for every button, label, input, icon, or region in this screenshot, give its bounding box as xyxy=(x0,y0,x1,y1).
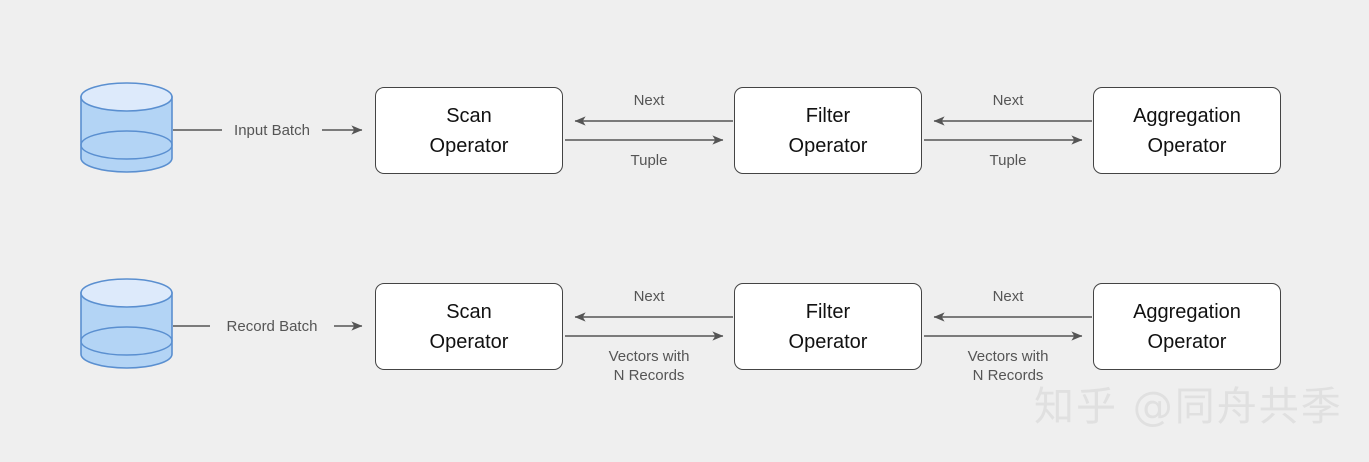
operator-box-scan-row2[interactable]: Scan Operator xyxy=(375,283,563,370)
edge-label-line2: N Records xyxy=(613,367,685,384)
edge-label-line2: N Records xyxy=(972,367,1044,384)
edge-label-next-filter-aggregation-row1: Next xyxy=(992,92,1024,109)
edge-label-tuple-scan-filter-row1: Tuple xyxy=(630,152,668,169)
operator-label-line2: Operator xyxy=(429,330,509,353)
operator-label-line2: Operator xyxy=(788,330,868,353)
edge-label-line1: Vectors with xyxy=(608,348,690,365)
operator-label-line1: Scan xyxy=(446,300,492,323)
operator-label-line2: Operator xyxy=(788,134,868,157)
operator-label-line1: Filter xyxy=(805,300,851,323)
operator-box-filter-row1[interactable]: Filter Operator xyxy=(734,87,922,174)
operator-label-line2: Operator xyxy=(429,134,509,157)
edge-label-next-filter-aggregation-row2: Next xyxy=(992,288,1024,305)
operator-label-line1: Aggregation xyxy=(1133,300,1241,323)
operator-box-filter-row2[interactable]: Filter Operator xyxy=(734,283,922,370)
operator-box-aggregation-row2[interactable]: Aggregation Operator xyxy=(1093,283,1281,370)
operator-label-line2: Operator xyxy=(1147,134,1227,157)
operator-label-line1: Scan xyxy=(446,104,492,127)
edge-label-record-batch: Record Batch xyxy=(226,318,318,335)
edge-label-vectors-filter-aggregation-row2: Vectors with N Records xyxy=(938,347,1078,385)
edge-label-input-batch: Input Batch xyxy=(234,122,310,139)
edge-label-next-scan-filter-row2: Next xyxy=(633,288,665,305)
operator-box-scan-row1[interactable]: Scan Operator xyxy=(375,87,563,174)
operator-box-aggregation-row1[interactable]: Aggregation Operator xyxy=(1093,87,1281,174)
edge-label-tuple-filter-aggregation-row1: Tuple xyxy=(989,152,1027,169)
edge-label-next-scan-filter-row1: Next xyxy=(633,92,665,109)
database-cylinder-row2 xyxy=(80,278,173,369)
watermark-text: 知乎 @同舟共季 xyxy=(1034,384,1343,430)
edge-label-line1: Vectors with xyxy=(967,348,1049,365)
edge-label-vectors-scan-filter-row2: Vectors with N Records xyxy=(579,347,719,385)
operator-label-line1: Aggregation xyxy=(1133,104,1241,127)
operator-label-line1: Filter xyxy=(805,104,851,127)
database-cylinder-row1 xyxy=(80,82,173,173)
operator-label-line2: Operator xyxy=(1147,330,1227,353)
